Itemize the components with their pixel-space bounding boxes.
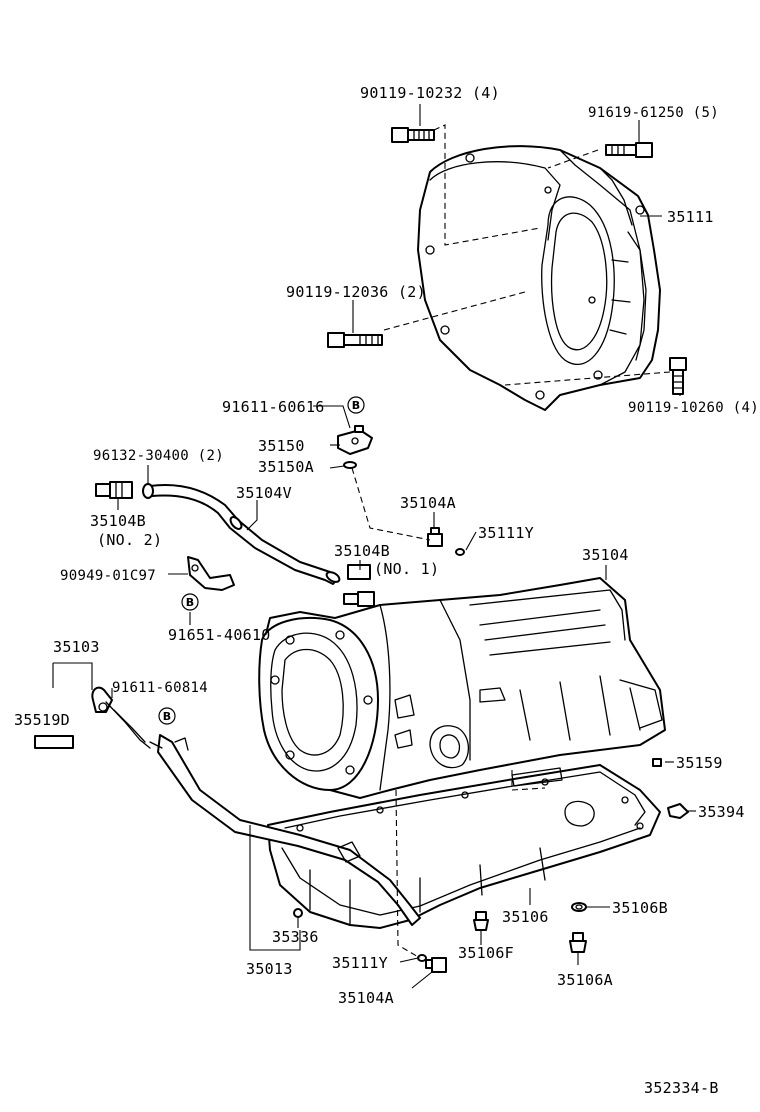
cover-35150	[337, 425, 373, 455]
gasket-35106B	[571, 902, 587, 912]
label-90119-10232: 90119-10232 (4)	[360, 84, 500, 102]
bell-housing-35111	[417, 145, 661, 411]
oil-hose-35104V	[142, 483, 341, 585]
bolt-91619-61250	[605, 142, 653, 158]
plug-35104A-top	[427, 527, 443, 547]
label-35106B: 35106B	[612, 899, 668, 917]
label-90119-10260: 90119-10260 (4)	[628, 400, 759, 416]
badge-b-91611-60814: B	[158, 707, 176, 725]
clamp-90949-01C97	[187, 556, 235, 591]
label-35104V: 35104V	[236, 484, 292, 502]
svg-text:B: B	[352, 399, 360, 412]
gasket-35394	[667, 803, 689, 819]
label-35104: 35104	[582, 546, 629, 564]
label-91619-61250: 91619-61250 (5)	[588, 105, 719, 121]
dipstick-35103	[91, 686, 151, 749]
label-35111Y-top: 35111Y	[478, 524, 534, 542]
label-91651-40610: 91651-40610	[168, 626, 271, 644]
o-ring-35336	[293, 908, 303, 918]
label-35150: 35150	[258, 437, 305, 455]
plug-35106A	[569, 932, 587, 953]
bolt-90119-10232	[391, 127, 435, 143]
diagram-ref-code: 352334-B	[644, 1079, 719, 1097]
svg-text:B: B	[186, 596, 194, 609]
label-35106F: 35106F	[458, 944, 514, 962]
bolt-90119-10260	[669, 357, 687, 395]
union-35104B-no1	[343, 564, 375, 607]
label-35336: 35336	[272, 928, 319, 946]
label-no1: (NO. 1)	[374, 560, 439, 578]
install-lines	[351, 124, 671, 959]
label-90119-12036: 90119-12036 (2)	[286, 283, 426, 301]
badge-b-91611-60616: B	[347, 396, 365, 414]
label-96132-30400: 96132-30400 (2)	[93, 448, 224, 464]
part-labels: 90119-10232 (4) 91619-61250 (5) 35111 90…	[14, 84, 759, 1097]
label-35111: 35111	[667, 208, 714, 226]
o-ring-35111Y-top	[455, 548, 465, 556]
label-no2: (NO. 2)	[97, 531, 162, 549]
leader-lines	[52, 104, 696, 989]
label-35103: 35103	[53, 638, 100, 656]
union-35104B-no2	[95, 481, 133, 499]
label-90949-01C97: 90949-01C97	[60, 568, 156, 584]
label-35111Y-bot: 35111Y	[332, 954, 388, 972]
label-35013: 35013	[246, 960, 293, 978]
bolt-90119-12036	[327, 332, 383, 348]
label-35104A-bot: 35104A	[338, 989, 394, 1007]
label-35106: 35106	[502, 908, 549, 926]
o-ring-35150A	[343, 461, 357, 469]
label-35159: 35159	[676, 754, 723, 772]
label-35519D: 35519D	[14, 711, 70, 729]
drain-plug-35106F	[473, 911, 489, 931]
label-91611-60616: 91611-60616	[222, 398, 325, 416]
transmission-case-35104	[258, 577, 666, 799]
oil-pan-35106	[267, 764, 661, 929]
svg-text:B: B	[163, 710, 171, 723]
label-91611-60814: 91611-60814	[112, 680, 208, 696]
plug-35104A-bot	[425, 957, 447, 973]
o-ring-35111Y-bot	[417, 954, 427, 962]
label-35150A: 35150A	[258, 458, 314, 476]
label-35394: 35394	[698, 803, 745, 821]
label-35106A: 35106A	[557, 971, 613, 989]
label-35104B-no1: 35104B	[334, 542, 390, 560]
label-35104B-no2: 35104B	[90, 512, 146, 530]
label-35104A-top: 35104A	[400, 494, 456, 512]
label-tag-35519D	[34, 735, 74, 749]
dipstick-tube-35013	[149, 734, 421, 926]
badge-b-91651-40610: B	[181, 593, 199, 611]
plug-35159	[652, 758, 662, 767]
